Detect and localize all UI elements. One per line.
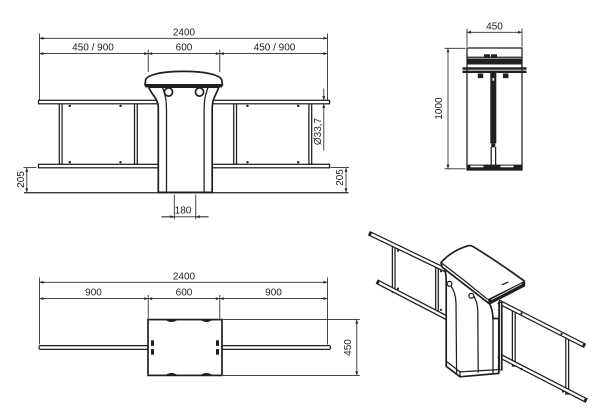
plan-housing: [147, 318, 223, 377]
front-dim-left: 450 / 900: [72, 43, 114, 54]
front-view: 2400 450 / 900 600 450 / 900 Ø33,7 205: [16, 27, 349, 220]
plan-rail-right: [221, 344, 332, 351]
plan-view: 2400 900 600 900 450: [38, 271, 360, 377]
side-view: 450 1000: [434, 21, 527, 171]
front-dim-total: 2400: [173, 27, 196, 38]
plan-dim-left: 900: [85, 288, 102, 299]
front-dim-center: 600: [176, 43, 193, 54]
side-dim-height: 1000: [434, 97, 445, 120]
front-dim-pipe: Ø33,7: [313, 117, 324, 145]
front-dim-205-left: 205: [16, 171, 27, 188]
front-dim-205-right: 205: [335, 169, 346, 186]
turnstile-column: [147, 86, 220, 194]
plan-dim-total: 2400: [173, 271, 196, 282]
plan-rail-left: [38, 344, 149, 351]
iso-view: [367, 230, 588, 403]
side-dim-width: 450: [486, 21, 503, 32]
plan-dim-depth: 450: [343, 339, 354, 356]
iso-cabinet-cowl: [440, 244, 526, 305]
front-dim-180: 180: [175, 206, 192, 217]
front-dim-right: 450 / 900: [254, 43, 296, 54]
plan-dim-center: 600: [176, 288, 193, 299]
indicator-right: [194, 87, 205, 97]
plan-dim-right: 900: [265, 288, 282, 299]
indicator-left: [163, 87, 174, 97]
turnstile-cap: [144, 70, 224, 86]
iso-cabinet-body: [442, 266, 500, 378]
